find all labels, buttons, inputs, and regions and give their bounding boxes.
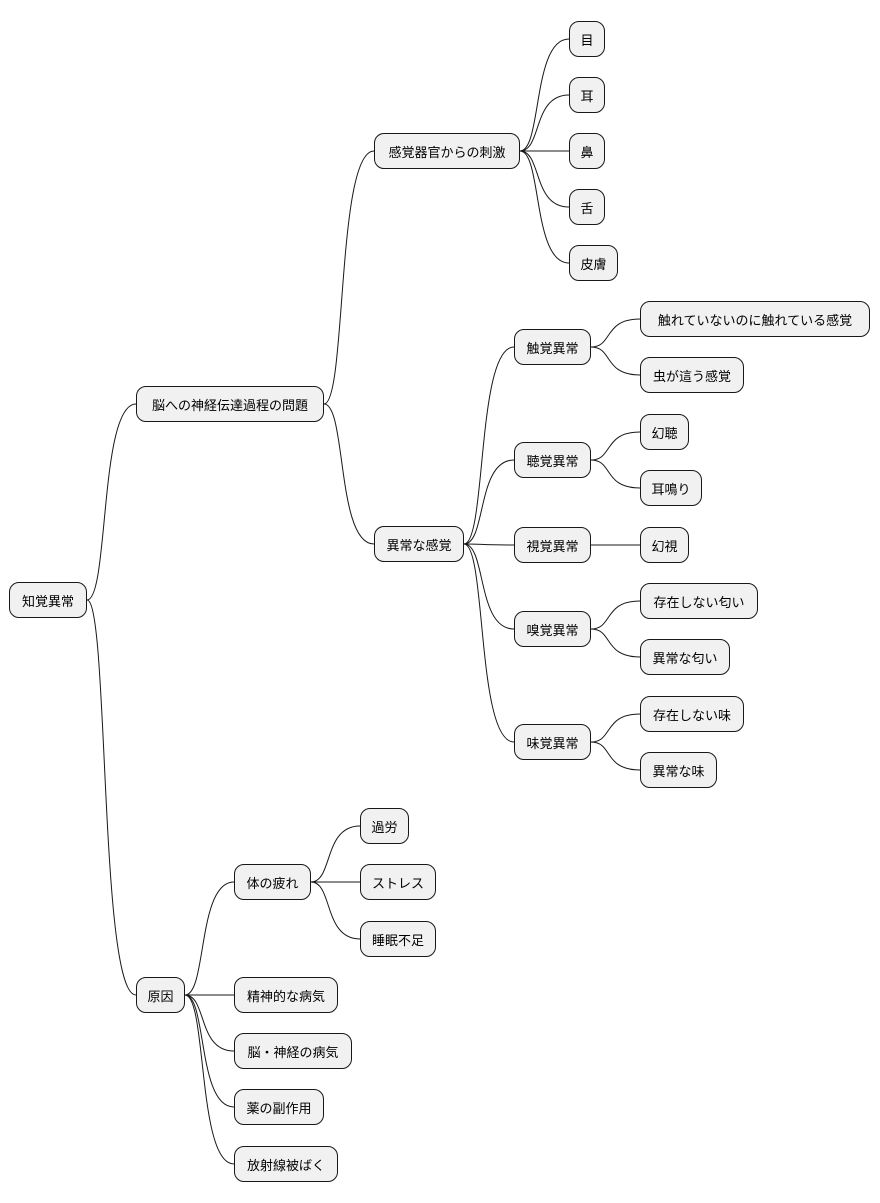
edge-node-cause-to-node-neuro-illness xyxy=(184,994,235,1052)
edge-node-sense-stimulus-to-node-ear xyxy=(519,94,570,152)
edge-node-fatigue-to-node-overwork xyxy=(310,825,361,883)
edge-node-root-to-node-nerve-problem xyxy=(86,403,137,601)
edge-node-nerve-problem-to-node-sense-stimulus xyxy=(323,150,375,405)
edge-node-nerve-problem-to-node-abnormal-sense xyxy=(323,403,375,545)
node-ear: 耳 xyxy=(569,77,605,113)
node-smell-item-2: 異常な匂い xyxy=(640,639,730,675)
node-touch-item-2: 虫が這う感覚 xyxy=(640,357,744,393)
node-sense-stimulus: 感覚器官からの刺激 xyxy=(374,133,520,169)
edge-node-cause-to-node-fatigue xyxy=(184,881,235,996)
edge-node-hearing-to-node-hearing-item-1 xyxy=(590,431,641,461)
node-stress: ストレス xyxy=(360,864,436,900)
node-hearing-item-1: 幻聴 xyxy=(640,414,689,450)
edge-node-cause-to-node-radiation xyxy=(184,994,235,1165)
node-taste-item-1: 存在しない味 xyxy=(640,696,744,732)
edge-node-cause-to-node-side-effect xyxy=(184,994,235,1108)
node-taste: 味覚異常 xyxy=(514,724,591,760)
node-side-effect: 薬の副作用 xyxy=(234,1089,324,1125)
edge-node-smell-to-node-smell-item-2 xyxy=(590,628,641,658)
node-mental-illness: 精神的な病気 xyxy=(234,977,338,1013)
edge-node-taste-to-node-taste-item-2 xyxy=(590,741,641,771)
node-tongue: 舌 xyxy=(569,189,605,225)
edge-node-smell-to-node-smell-item-1 xyxy=(590,600,641,630)
edge-node-abnormal-sense-to-node-smell xyxy=(463,543,515,630)
node-smell-item-1: 存在しない匂い xyxy=(640,583,758,619)
node-overwork: 過労 xyxy=(360,808,409,844)
node-smell: 嗅覚異常 xyxy=(514,611,591,647)
edge-node-root-to-node-cause xyxy=(86,599,137,996)
node-nose: 鼻 xyxy=(569,133,605,169)
edge-node-touch-to-node-touch-item-2 xyxy=(590,346,641,376)
edge-node-abnormal-sense-to-node-touch xyxy=(463,346,515,545)
node-root: 知覚異常 xyxy=(9,582,87,618)
node-hearing: 聴覚異常 xyxy=(514,442,591,478)
edge-node-abnormal-sense-to-node-hearing xyxy=(463,459,515,545)
edge-node-taste-to-node-taste-item-1 xyxy=(590,713,641,743)
node-vision: 視覚異常 xyxy=(514,527,591,563)
edge-node-abnormal-sense-to-node-vision xyxy=(463,543,515,546)
node-hearing-item-2: 耳鳴り xyxy=(640,470,702,506)
node-abnormal-sense: 異常な感覚 xyxy=(374,526,464,562)
node-vision-item-1: 幻視 xyxy=(640,527,689,563)
node-sleep: 睡眠不足 xyxy=(360,921,436,957)
node-touch-item-1: 触れていないのに触れている感覚 xyxy=(640,301,870,337)
node-nerve-problem: 脳への神経伝達過程の問題 xyxy=(136,386,324,422)
edge-node-abnormal-sense-to-node-taste xyxy=(463,543,515,743)
edge-node-sense-stimulus-to-node-tongue xyxy=(519,150,570,208)
node-neuro-illness: 脳・神経の病気 xyxy=(234,1033,352,1069)
node-radiation: 放射線被ばく xyxy=(234,1146,338,1182)
node-eye: 目 xyxy=(569,21,605,57)
edge-node-hearing-to-node-hearing-item-2 xyxy=(590,459,641,489)
node-fatigue: 体の疲れ xyxy=(234,864,311,900)
node-cause: 原因 xyxy=(136,977,185,1013)
node-taste-item-2: 異常な味 xyxy=(640,752,717,788)
edge-node-touch-to-node-touch-item-1 xyxy=(590,318,641,348)
edge-node-sense-stimulus-to-node-skin xyxy=(519,150,570,264)
edge-node-fatigue-to-node-sleep xyxy=(310,881,361,940)
node-touch: 触覚異常 xyxy=(514,329,591,365)
node-skin: 皮膚 xyxy=(569,245,618,281)
edge-node-sense-stimulus-to-node-eye xyxy=(519,38,570,152)
